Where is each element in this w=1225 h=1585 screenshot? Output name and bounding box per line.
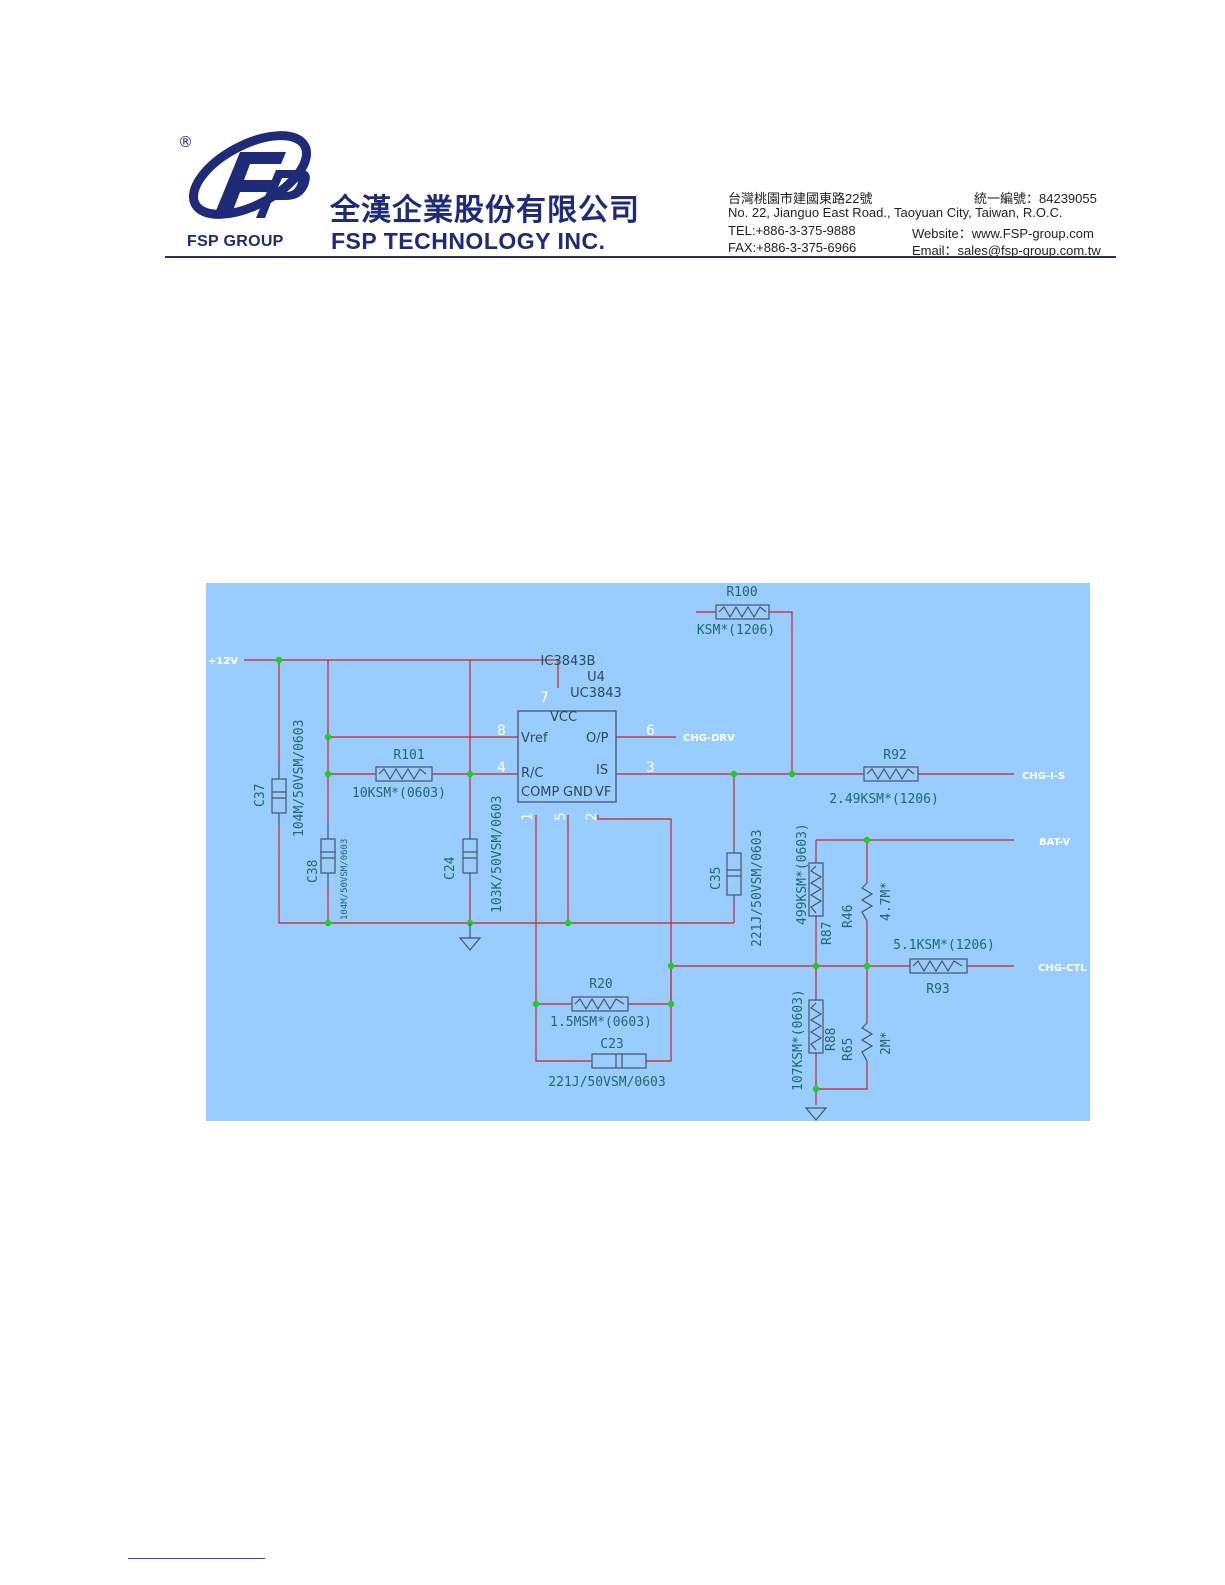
address-chinese: 台灣桃園市建國東路22號 bbox=[728, 191, 873, 206]
pin-rc-label: R/C bbox=[521, 766, 544, 781]
r88-value: 107KSM*(0603) bbox=[791, 989, 806, 1091]
email: Email：sales@fsp-group.com.tw bbox=[912, 243, 1101, 258]
net-chg-drv: CHG-DRV bbox=[683, 733, 735, 744]
resistor-r88: 107KSM*(0603) R88 bbox=[791, 989, 839, 1091]
c37-ref: C37 bbox=[253, 784, 268, 807]
charger-schematic: IC3843B U4 UC3843 VCC Vref O/P R/C IS CO… bbox=[206, 583, 1090, 1121]
capacitor-c23: C23 221J/50VSM/0603 bbox=[548, 1037, 665, 1090]
net-chg-i-s: CHG-I-S bbox=[1022, 771, 1065, 782]
address-english: No. 22, Jianguo East Road., Taoyuan City… bbox=[728, 205, 1063, 220]
fsp-logo bbox=[188, 131, 312, 219]
ic-name: IC3843B bbox=[541, 654, 596, 669]
pin-number-4: 4 bbox=[497, 760, 506, 776]
capacitor-c37: C37 104M/50VSM/0603 bbox=[253, 720, 307, 837]
resistor-r20: R20 1.5MSM*(0603) bbox=[550, 977, 652, 1030]
resistor-r100: R100 KSM*(1206) bbox=[697, 585, 775, 638]
c24-ref: C24 bbox=[443, 856, 458, 880]
pin-number-1: 1 bbox=[520, 812, 536, 821]
pin-number-7: 7 bbox=[540, 690, 549, 706]
pin-number-6: 6 bbox=[646, 723, 655, 739]
net-12v: +12V bbox=[208, 656, 238, 667]
net-bat-v: BAT-V bbox=[1039, 837, 1070, 848]
pin-is-label: IS bbox=[596, 763, 608, 778]
c23-ref: C23 bbox=[600, 1037, 623, 1052]
resistor-r65: R65 2M* bbox=[841, 1022, 894, 1062]
c38-value: 104M/50VSM/0603 bbox=[340, 839, 350, 920]
r101-ref: R101 bbox=[393, 748, 424, 763]
c38-ref: C38 bbox=[306, 860, 321, 883]
r93-value: 5.1KSM*(1206) bbox=[893, 938, 995, 953]
pin-number-8: 8 bbox=[497, 723, 506, 739]
r100-ref: R100 bbox=[726, 585, 757, 600]
r92-ref: R92 bbox=[883, 748, 906, 763]
footer-underline bbox=[128, 1558, 265, 1559]
pin-comp-label: COMP bbox=[521, 785, 560, 800]
letterhead: ® FSP GROUP 全漢企業股份有限公司 FSP TECHNOLOGY IN… bbox=[0, 0, 1225, 270]
ic-part: UC3843 bbox=[570, 686, 622, 701]
r88-ref: R88 bbox=[824, 1028, 839, 1051]
registered-mark: ® bbox=[178, 133, 193, 151]
resistor-r93: 5.1KSM*(1206) R93 bbox=[893, 938, 995, 997]
pin-gnd-label: GND bbox=[563, 785, 593, 800]
resistor-r92: R92 2.49KSM*(1206) bbox=[829, 748, 939, 807]
resistor-r87: 499KSM*(0603) R87 bbox=[795, 823, 835, 945]
pin-vf-label: VF bbox=[595, 785, 611, 800]
tax-id: 統一編號：84239055 bbox=[974, 191, 1097, 206]
capacitor-c24: C24 103K/50VSM/0603 bbox=[443, 796, 505, 913]
ic-ref: U4 bbox=[587, 670, 605, 685]
capacitor-c35: C35 221J/50VSM/0603 bbox=[709, 830, 765, 947]
ic-u4: IC3843B U4 UC3843 VCC Vref O/P R/C IS CO… bbox=[497, 654, 655, 821]
pin-vref-label: Vref bbox=[521, 731, 548, 746]
group-name: FSP GROUP bbox=[187, 233, 284, 250]
r92-value: 2.49KSM*(1206) bbox=[829, 792, 939, 807]
r87-value: 499KSM*(0603) bbox=[795, 823, 810, 925]
net-chg-ctl: CHG-CTL bbox=[1038, 963, 1087, 974]
resistor-r101: R101 10KSM*(0603) bbox=[352, 748, 446, 801]
telephone: TEL:+886-3-375-9888 bbox=[728, 223, 856, 238]
r20-ref: R20 bbox=[589, 977, 612, 992]
r100-value: KSM*(1206) bbox=[697, 623, 775, 638]
c37-value: 104M/50VSM/0603 bbox=[292, 720, 307, 837]
capacitor-c38: C38 104M/50VSM/0603 bbox=[306, 821, 350, 920]
r46-value: 4.7M* bbox=[879, 882, 894, 921]
r46-ref: R46 bbox=[841, 905, 856, 928]
fax: FAX:+886-3-375-6966 bbox=[728, 240, 857, 255]
pin-vcc-label: VCC bbox=[550, 710, 577, 725]
company-name-chinese: 全漢企業股份有限公司 bbox=[330, 193, 640, 228]
company-name-english: FSP TECHNOLOGY INC. bbox=[331, 228, 606, 254]
c35-value: 221J/50VSM/0603 bbox=[750, 830, 765, 947]
junctions bbox=[275, 656, 871, 1093]
pin-op-label: O/P bbox=[586, 731, 609, 746]
r93-ref: R93 bbox=[926, 982, 949, 997]
wires bbox=[244, 611, 1014, 1105]
c35-ref: C35 bbox=[709, 867, 724, 890]
r101-value: 10KSM*(0603) bbox=[352, 786, 446, 801]
r65-ref: R65 bbox=[841, 1038, 856, 1061]
r65-value: 2M* bbox=[879, 1032, 894, 1055]
c24-value: 103K/50VSM/0603 bbox=[490, 796, 505, 913]
ground-symbols bbox=[458, 923, 828, 1121]
header-divider bbox=[165, 256, 1116, 258]
website: Website：www.FSP-group.com bbox=[912, 226, 1094, 241]
pin-number-3: 3 bbox=[646, 760, 655, 776]
r87-ref: R87 bbox=[820, 922, 835, 945]
r20-value: 1.5MSM*(0603) bbox=[550, 1015, 652, 1030]
c23-value: 221J/50VSM/0603 bbox=[548, 1075, 665, 1090]
resistor-r46: R46 4.7M* bbox=[841, 882, 894, 928]
pin-number-2: 2 bbox=[584, 812, 600, 821]
pin-number-5: 5 bbox=[553, 812, 569, 821]
schematic-background bbox=[206, 583, 1090, 1121]
net-labels: +12V CHG-DRV CHG-I-S BAT-V CHG-CTL bbox=[208, 656, 1087, 974]
